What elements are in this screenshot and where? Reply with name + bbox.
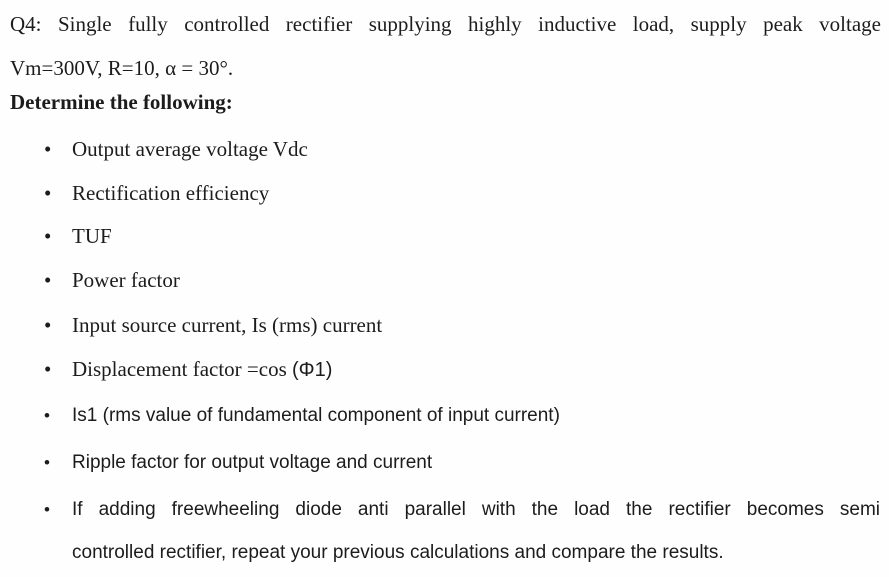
- bullet-text: Rectification efficiency: [72, 181, 270, 205]
- bullet-item-ripple-factor: • Ripple factor for output voltage and c…: [0, 450, 889, 476]
- bullet-icon: •: [44, 313, 52, 337]
- phi-symbol: (Φ1): [292, 359, 333, 381]
- bullet-item-displacement-factor: • Displacement factor =cos (Φ1): [0, 356, 889, 382]
- bullet-icon: •: [44, 500, 50, 519]
- bullet-item-input-source-current: • Input source current, Is (rms) current: [0, 312, 889, 338]
- bullet-text: TUF: [72, 224, 112, 248]
- bullet-text: Input source current, Is (rms) current: [72, 313, 383, 337]
- bullet-item-freewheeling-diode: • If adding freewheeling diode anti para…: [0, 497, 889, 523]
- bullet-icon: •: [44, 137, 52, 161]
- bullet-icon: •: [44, 357, 52, 381]
- bullet-icon: •: [44, 224, 52, 248]
- bullet-text: If adding freewheeling diode anti parall…: [72, 499, 880, 520]
- bullet-item-is1: • Is1 (rms value of fundamental componen…: [0, 403, 889, 429]
- section-heading: Determine the following:: [10, 90, 233, 114]
- bullet-continuation-line: controlled rectifier, repeat your previo…: [0, 540, 889, 566]
- bullet-icon: •: [44, 406, 50, 425]
- bullet-text: Output average voltage Vdc: [72, 137, 308, 161]
- bullet-item-power-factor: • Power factor: [0, 267, 889, 293]
- bullet-item-vdc: • Output average voltage Vdc: [0, 136, 889, 162]
- bullet-text: Is1 (rms value of fundamental component …: [72, 405, 560, 426]
- bullet-text: controlled rectifier, repeat your previo…: [72, 542, 724, 563]
- given-parameters: Vm=300V, R=10, α = 30°.: [10, 56, 234, 80]
- bullet-icon: •: [44, 268, 52, 292]
- bullet-icon: •: [44, 453, 50, 472]
- bullet-text-main: Displacement factor =cos: [72, 357, 293, 381]
- bullet-icon: •: [44, 181, 52, 205]
- bullet-text: Ripple factor for output voltage and cur…: [72, 452, 433, 473]
- question-title: Q4: Single fully controlled rectifier su…: [10, 12, 881, 36]
- bullet-item-tuf: • TUF: [0, 223, 889, 249]
- bullet-text: Power factor: [72, 268, 180, 292]
- bullet-item-rectification-efficiency: • Rectification efficiency: [0, 180, 889, 206]
- bullet-text: Displacement factor =cos (Φ1): [72, 356, 880, 383]
